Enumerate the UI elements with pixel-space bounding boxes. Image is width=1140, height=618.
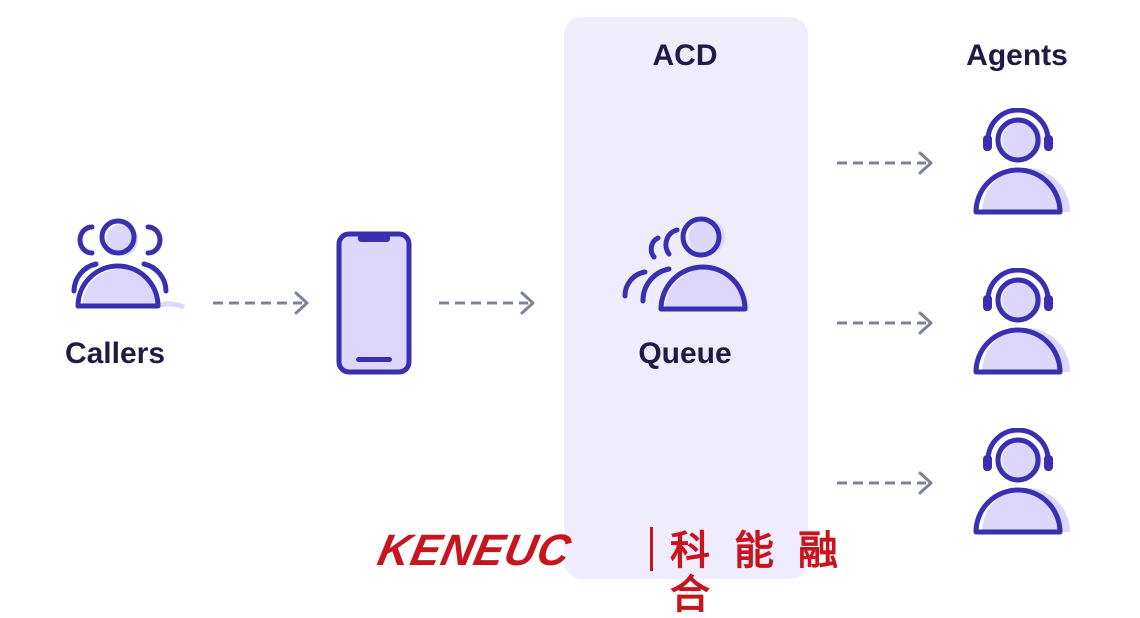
acd-to-agent-arrow (837, 151, 933, 175)
brand-chinese-name: 科能融合 (670, 528, 862, 618)
smartphone-icon (336, 231, 412, 375)
acd-label: ACD (652, 39, 718, 72)
agent-headset-icon (973, 108, 1070, 215)
queue-label: Queue (638, 337, 732, 370)
brand-logo-text: KENEUC (373, 526, 576, 575)
callers-label: Callers (64, 337, 166, 370)
callers-to-phone-arrow (213, 291, 309, 315)
agent-headset-icon (973, 428, 1070, 535)
acd-to-agent-arrow (837, 311, 933, 335)
acd-to-agent-arrow (837, 471, 933, 495)
callers-people-icon (71, 218, 185, 310)
queue-people-icon (622, 216, 749, 312)
brand-watermark: KENEUC 科能融合 (373, 525, 894, 617)
agents-label: Agents (966, 39, 1068, 72)
phone-to-acd-arrow (439, 291, 535, 315)
agent-headset-icon (973, 268, 1070, 375)
acd-diagram: Callers ACD Queue Agents (64, 17, 1070, 617)
brand-divider (650, 527, 653, 571)
